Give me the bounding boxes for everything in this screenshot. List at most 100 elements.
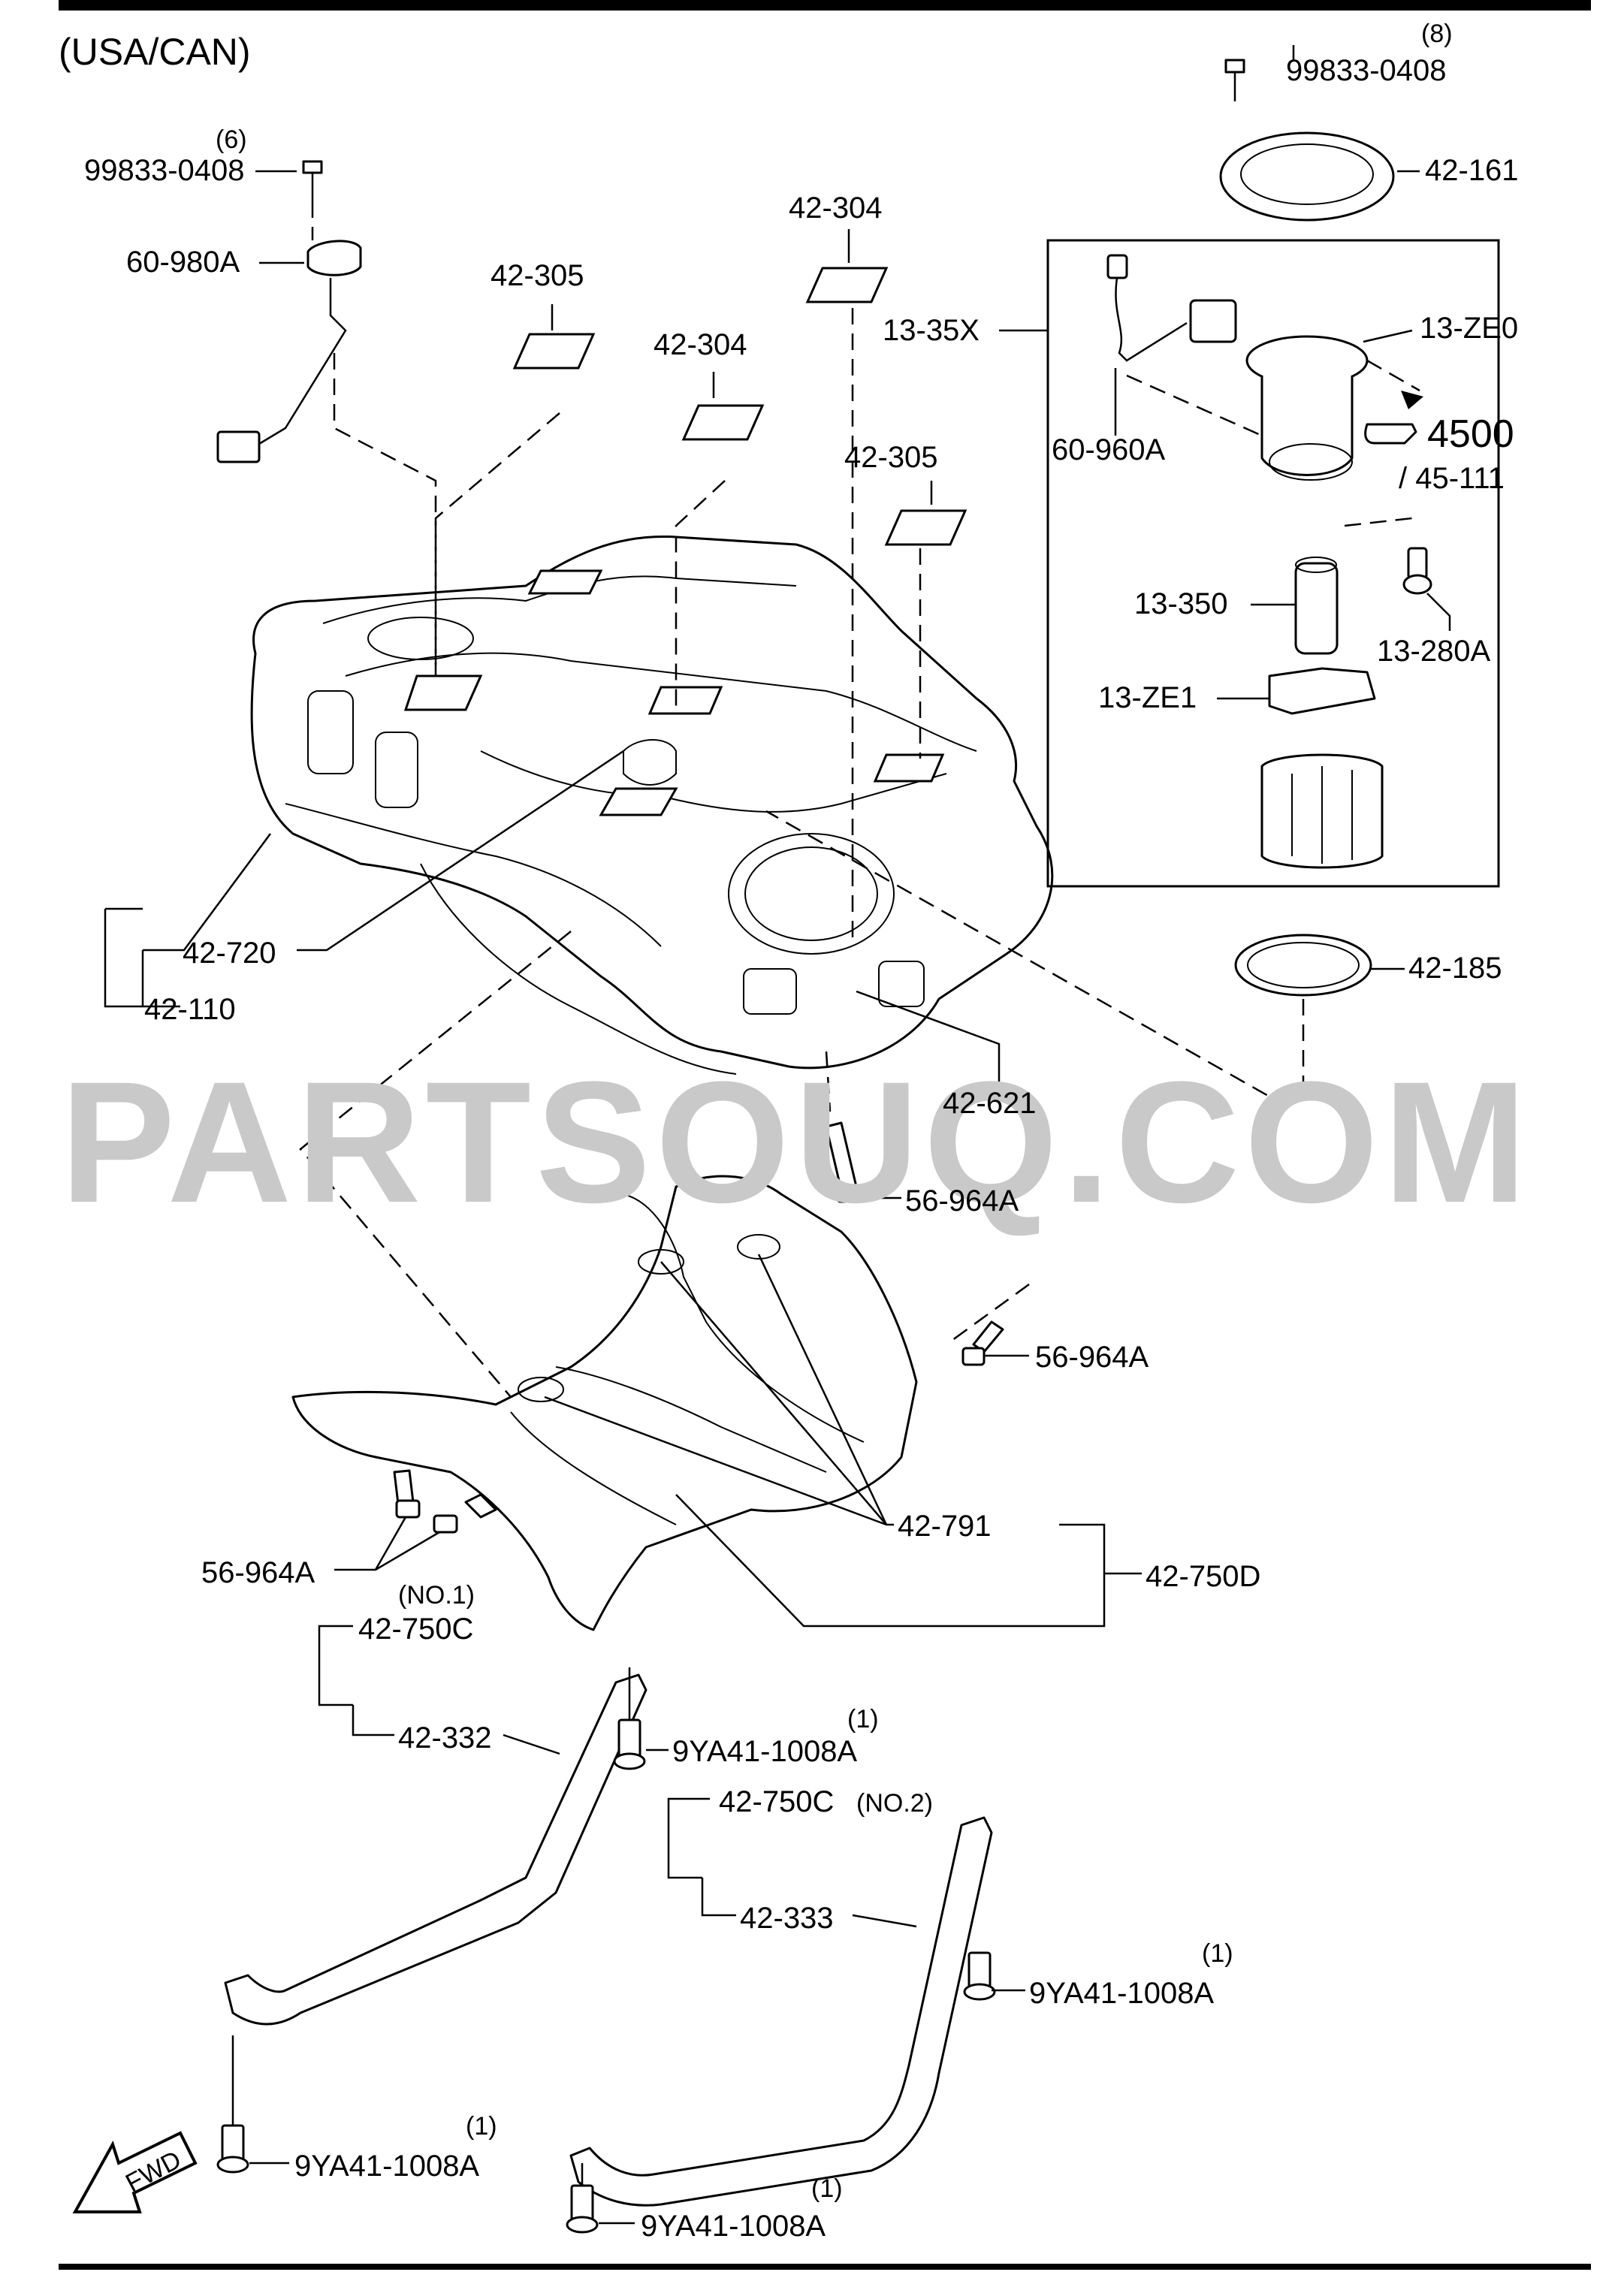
label-42-720[interactable]: 42-720 [183,937,276,970]
label-9YA41-1008A-b[interactable]: 9YA41-1008A [1029,1977,1214,2010]
pad-42-304-top[interactable] [805,267,889,303]
label-qty-1-b: (1) [1202,1939,1233,1968]
bolt-9YA41-1008A-3[interactable] [216,2035,249,2174]
leader-line [544,1395,887,1526]
watermark: PARTSOUQ.COM [60,1045,1532,1239]
pad-on-tank-4 [599,787,678,816]
label-99833-0408-right[interactable]: 99833-0408 [1286,54,1447,87]
label-42-750C-no1[interactable]: 42-750C [358,1613,473,1646]
bottom-border [59,2264,1591,2270]
label-42-110[interactable]: 42-110 [144,993,236,1026]
fuel-pump-13-350[interactable] [1294,557,1339,655]
leader-line [701,1878,736,1917]
screw-99833-0408-right[interactable] [1224,59,1245,101]
heat-insulator-42-750D[interactable] [291,1175,918,1631]
leader-line [297,750,624,952]
pressure-regulator-13-280A[interactable] [1402,547,1432,595]
leader-line [503,1733,560,1755]
clip-56-964A-top[interactable] [825,1121,860,1203]
label-qty-1-a: (1) [847,1705,879,1733]
leader-line [675,1494,1106,1628]
leader-line [852,1914,917,1928]
label-42-305-right[interactable]: 42-305 [844,441,938,474]
leader-line [660,1261,887,1525]
pad-on-tank-1 [403,674,483,711]
leader-dashed [299,931,572,1398]
leader-dashed [765,810,1305,1098]
label-13-ZE1[interactable]: 13-ZE1 [1098,681,1197,714]
label-60-980A[interactable]: 60-980A [126,246,240,279]
label-13-350[interactable]: 13-350 [1134,587,1228,620]
label-42-333[interactable]: 42-333 [740,1902,834,1935]
leader-line [375,1531,440,1571]
label-qty-1-c: (1) [466,2112,497,2141]
bolt-9YA41-1008A-1[interactable] [613,1667,646,1770]
leader-line [1426,593,1451,631]
label-42-304-mid[interactable]: 42-304 [654,328,747,361]
pad-42-304-mid[interactable] [681,404,765,441]
leader-line [143,833,272,952]
seal-ring-42-185[interactable] [1234,934,1372,997]
label-9YA41-1008A-a[interactable]: 9YA41-1008A [672,1735,857,1768]
label-56-964A-right[interactable]: 56-964A [1035,1341,1149,1374]
label-42-161[interactable]: 42-161 [1425,154,1519,187]
label-13-280A[interactable]: 13-280A [1377,635,1491,668]
leader-line [352,1705,394,1736]
label-56-964A-left[interactable]: 56-964A [201,1556,315,1589]
label-9YA41-1008A-d[interactable]: 9YA41-1008A [641,2210,826,2243]
fuel-gauge-unit-60-980A[interactable] [216,240,362,463]
region-title: (USA/CAN) [59,31,251,73]
label-qty-1-d: (1) [811,2174,843,2203]
pump-flange-13-ZE0[interactable] [1245,335,1369,481]
label-60-960A[interactable]: 60-960A [1052,433,1166,466]
tank-strap-42-332[interactable] [224,1673,647,2026]
screw-99833-0408-left[interactable] [302,160,323,201]
retaining-ring-42-161[interactable] [1219,131,1395,222]
bolt-9YA41-1008A-4[interactable] [566,2163,599,2234]
label-4500[interactable]: 4500 [1427,412,1514,456]
reservoir-cup[interactable] [1260,753,1384,869]
leader-line [104,909,143,1008]
clip-56-964A-right[interactable] [961,1320,1004,1366]
leader-dashed [1366,359,1420,392]
pad-42-305-right[interactable] [884,509,967,546]
bracket-13-ZE1[interactable] [1268,667,1376,715]
label-56-964A-top[interactable]: 56-964A [905,1184,1019,1217]
label-42-621[interactable]: 42-621 [943,1087,1037,1120]
pump-module-box-13-35X [1046,239,1500,888]
label-42-750D[interactable]: 42-750D [1146,1560,1260,1593]
label-42-791[interactable]: 42-791 [898,1510,992,1543]
label-no1: (NO.1) [398,1581,475,1610]
leader-dashed [825,1051,832,1112]
leader-line [667,1797,710,1879]
pad-on-tank-3 [647,686,723,715]
tank-strap-42-333[interactable] [569,1816,993,2207]
leader-line [334,1516,407,1571]
leader-line [856,990,1001,1082]
leader-dashed [434,412,560,676]
label-13-ZE0[interactable]: 13-ZE0 [1420,312,1518,345]
fwd-arrow-icon: FWD [72,2131,198,2213]
label-no2: (NO.2) [856,1789,933,1818]
pad-42-305-left[interactable] [512,333,596,370]
wire-harness-60-960A[interactable] [1106,254,1237,362]
bolt-9YA41-1008A-2[interactable] [963,1951,996,2001]
hand-pointer-icon [1364,423,1417,445]
label-42-750C-no2[interactable]: 42-750C [719,1785,834,1818]
top-border [59,0,1591,11]
label-13-35X[interactable]: 13-35X [883,314,980,347]
label-45-111[interactable]: / 45-111 [1399,462,1505,495]
label-42-185[interactable]: 42-185 [1408,952,1502,985]
label-qty-8: (8) [1421,20,1453,48]
label-99833-0408-left[interactable]: 99833-0408 [84,154,245,187]
label-42-305-left[interactable]: 42-305 [491,259,584,292]
pointer-arrow-4500 [1401,391,1423,409]
label-9YA41-1008A-c[interactable]: 9YA41-1008A [294,2150,479,2183]
clip-56-964A-left[interactable] [393,1469,497,1534]
label-42-304-top[interactable]: 42-304 [789,192,883,225]
label-42-332[interactable]: 42-332 [398,1721,492,1754]
pad-on-tank-5 [873,753,945,783]
leader-dashed [1344,517,1413,527]
pad-on-tank-2 [527,569,603,595]
